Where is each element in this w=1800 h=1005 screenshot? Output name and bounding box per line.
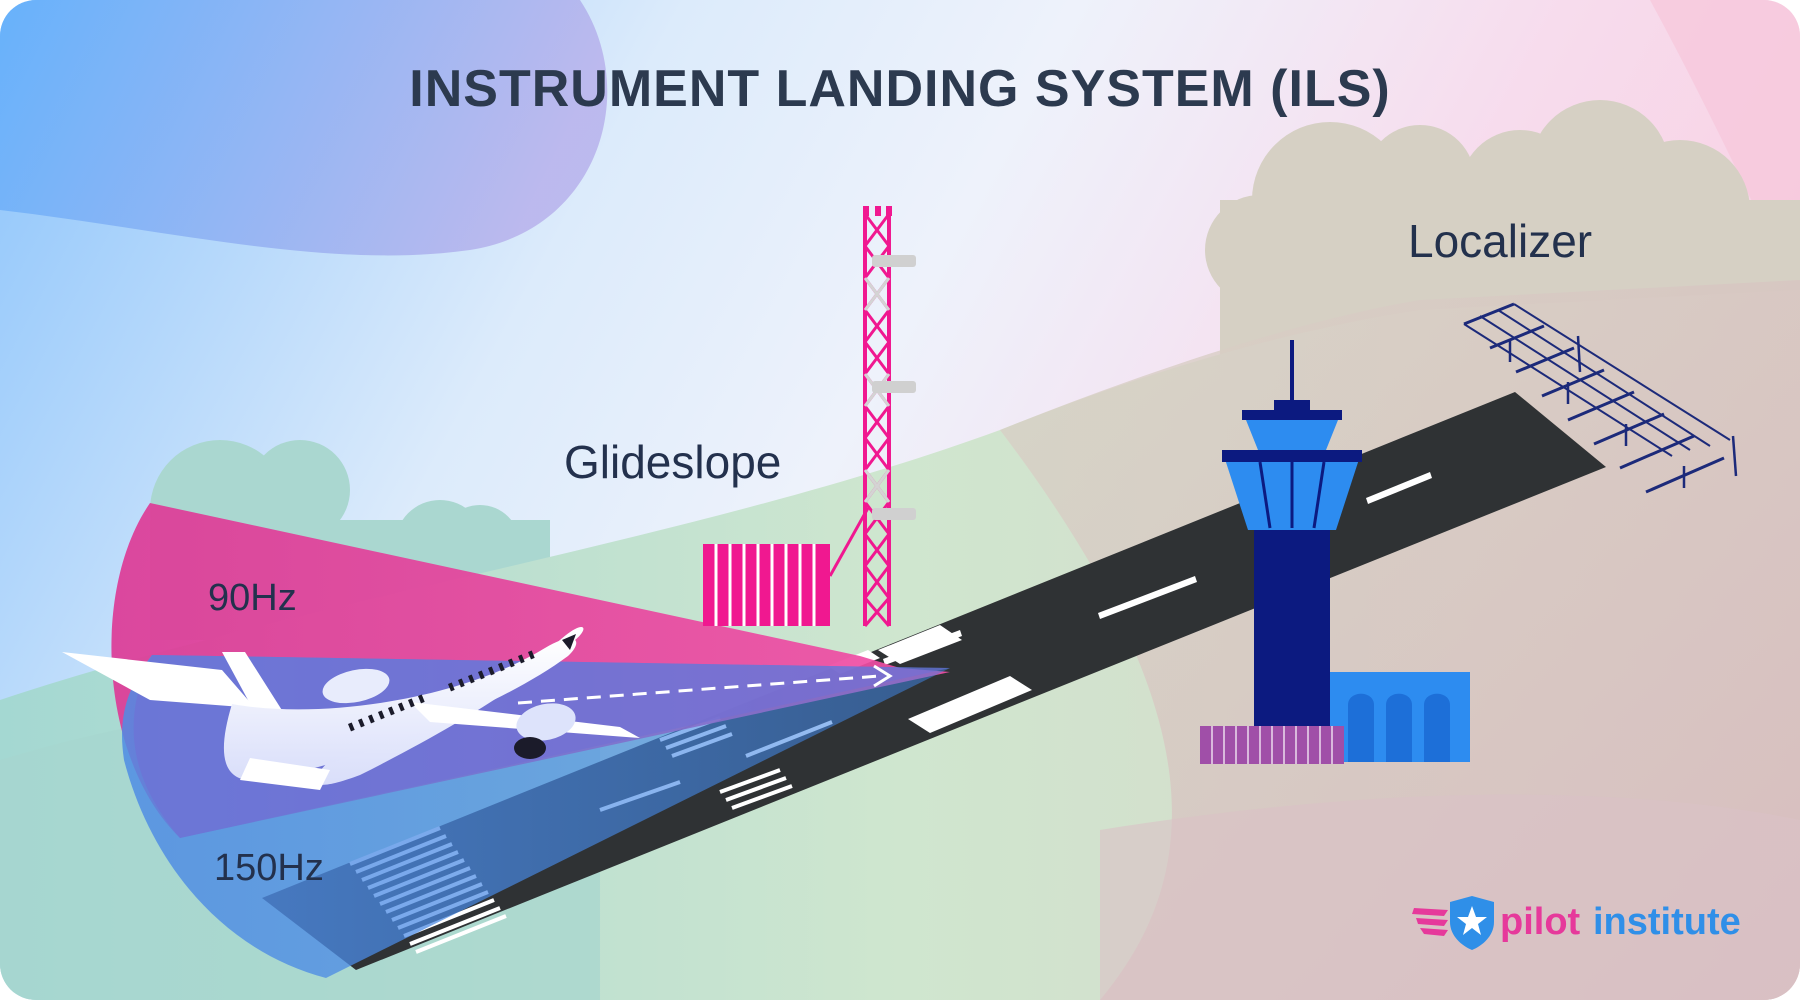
tower-fence	[1200, 726, 1344, 764]
glidepath-line	[517, 674, 881, 705]
pilotinstitute-logo: pilot institute	[1412, 896, 1741, 950]
brand-part-institute: institute	[1593, 901, 1741, 943]
label-150hz: 150Hz	[214, 847, 324, 889]
diagram-title: INSTRUMENT LANDING SYSTEM (ILS)	[409, 60, 1390, 118]
control-tower	[1222, 340, 1470, 762]
glideslope-shelter	[703, 507, 870, 626]
mast-antennas	[872, 255, 916, 520]
ground-hill-bottom-right	[1100, 794, 1800, 1000]
label-localizer: Localizer	[1408, 215, 1592, 267]
shield-star-wings-icon	[1412, 896, 1494, 950]
sky-blob-left	[0, 0, 608, 256]
label-glideslope: Glideslope	[564, 436, 781, 488]
sky-blob-right	[1650, 0, 1800, 300]
localizer-antenna-array	[1463, 302, 1738, 494]
glidepath-arrow	[873, 664, 893, 688]
label-90hz: 90Hz	[208, 577, 297, 619]
airplane	[62, 626, 640, 790]
glideslope-mast	[863, 206, 916, 627]
brand-part-pilot: pilot	[1500, 901, 1581, 943]
